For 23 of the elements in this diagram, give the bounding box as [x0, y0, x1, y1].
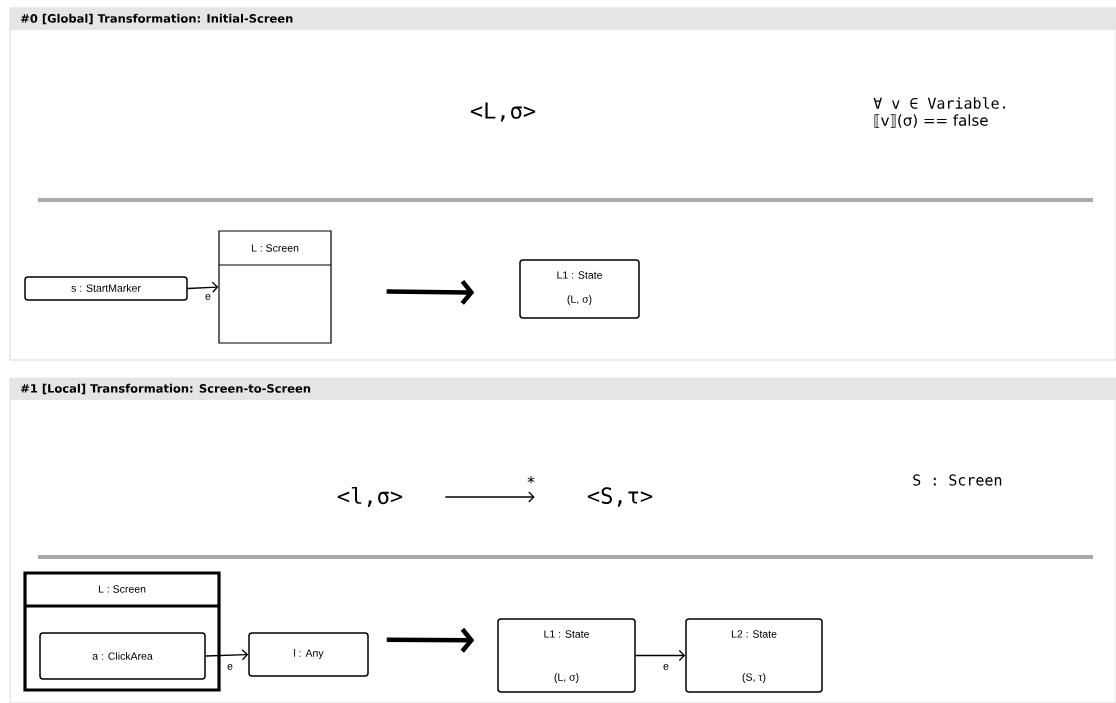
edge-label: e	[662, 663, 670, 671]
object-box: a : ClickArea	[39, 632, 206, 680]
edge-label: e	[204, 293, 212, 301]
object-box: L2 : State (S, τ)	[685, 618, 823, 693]
edge-label: *	[525, 475, 537, 489]
formula-text: <L,σ>	[470, 102, 536, 122]
formula-text: ∀ v ∈ Variable.	[873, 97, 1006, 109]
object-box: L1 : State (L, σ)	[519, 259, 640, 319]
object-box: L1 : State (L, σ)	[497, 618, 636, 693]
arrow	[386, 280, 475, 305]
arrow	[444, 491, 535, 503]
class-box: L : Screen	[218, 230, 332, 344]
arrow	[205, 649, 249, 661]
arrow	[635, 649, 686, 662]
formula-text: <l,σ>	[337, 487, 403, 507]
formula-text: <S,τ>	[587, 487, 653, 507]
edge-label: e	[226, 663, 234, 671]
formula-text: ⟦v⟧(σ) == false	[874, 114, 988, 128]
object-box: s : StartMarker	[24, 276, 188, 301]
formula-text: S : Screen	[913, 474, 1002, 486]
arrow	[386, 627, 475, 653]
arrow	[187, 281, 219, 293]
object-box: l : Any	[248, 632, 369, 677]
